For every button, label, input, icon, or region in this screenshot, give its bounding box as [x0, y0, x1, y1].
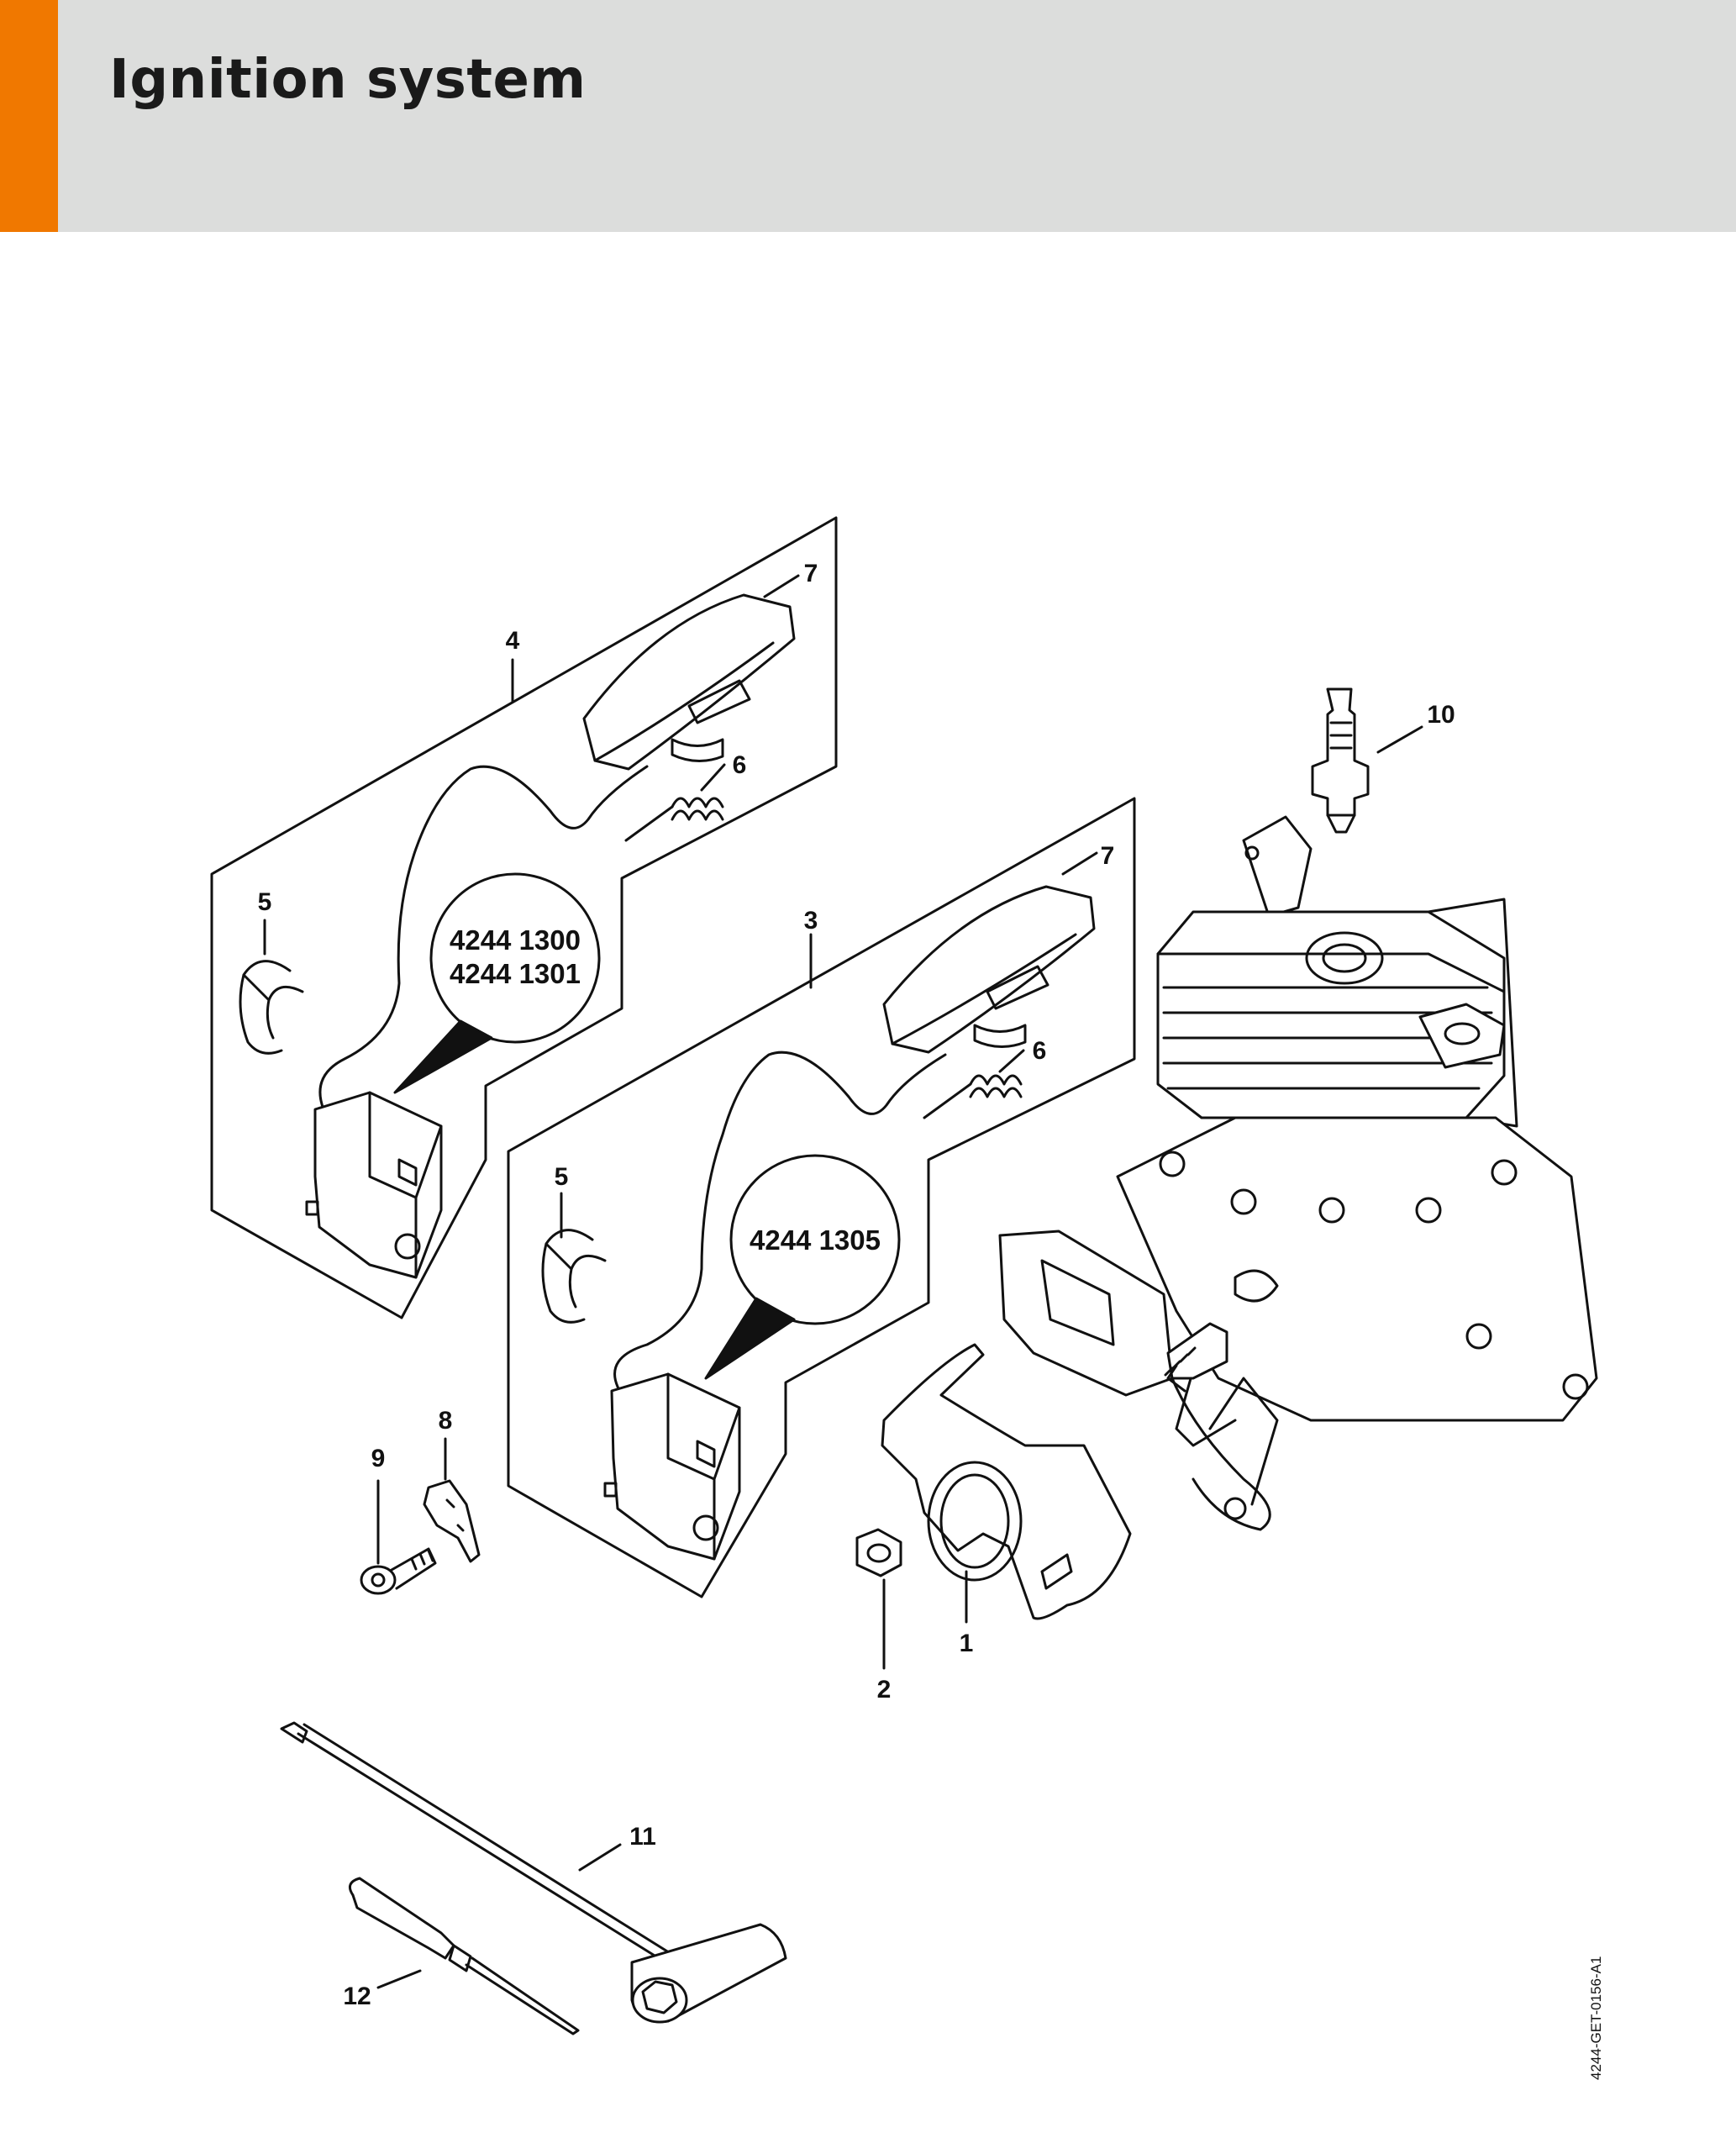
- callout-9: 9: [371, 1445, 386, 1472]
- document-id: 4244-GET-0156-A1: [1588, 1956, 1604, 2080]
- spring-upper: [624, 797, 724, 842]
- callout-10: 10: [1427, 701, 1455, 729]
- header-accent-bar: [0, 0, 58, 232]
- flywheel: [881, 1343, 1132, 1620]
- callout-5a: 5: [258, 888, 272, 916]
- switch-cap-lower: [882, 885, 1096, 1054]
- ignition-module-upper: [305, 1091, 443, 1279]
- callout-labels: 1 2 3 4 5 5 6 6 7 7 8 9 10 11 12: [258, 560, 1455, 2010]
- callout-7b: 7: [1101, 842, 1115, 870]
- wire-lower: [613, 1051, 947, 1422]
- engine-cylinder: [998, 815, 1598, 1531]
- combination-wrench: [280, 1721, 787, 2024]
- spring-lower: [923, 1074, 1023, 1119]
- callout-4: 4: [506, 627, 520, 655]
- part-number-circle-lower: [729, 1154, 901, 1325]
- part-number-circle-upper: [429, 872, 601, 1044]
- hose-upper: [239, 960, 304, 1055]
- callout-1: 1: [960, 1630, 974, 1657]
- part-number-upper-line1: 4244 1300: [450, 924, 581, 956]
- kit-frame-upper: [210, 516, 838, 1319]
- page-title: Ignition system: [109, 49, 587, 111]
- part-number-upper-line2: 4244 1301: [450, 958, 581, 989]
- nut-2: [855, 1528, 902, 1577]
- leader-10: [1376, 725, 1423, 754]
- hose-lower: [541, 1229, 607, 1324]
- pointer-lower: [704, 1297, 796, 1380]
- switch-cap-upper: [582, 593, 796, 771]
- leader-7b: [1061, 851, 1098, 876]
- callout-7a: 7: [804, 560, 818, 587]
- callout-2: 2: [877, 1676, 892, 1704]
- leader-6b: [998, 1049, 1025, 1073]
- wire-upper: [318, 765, 649, 1153]
- kit-frame-lower: [507, 797, 1136, 1598]
- callout-8: 8: [439, 1407, 453, 1435]
- callout-5b: 5: [555, 1163, 569, 1191]
- leader-7a: [763, 574, 800, 598]
- callout-3: 3: [804, 907, 818, 935]
- part-number-lower: 4244 1305: [750, 1224, 881, 1256]
- callout-11: 11: [629, 1823, 656, 1851]
- leader-11: [578, 1843, 622, 1872]
- callout-6a: 6: [733, 751, 747, 779]
- callout-6b: 6: [1033, 1037, 1047, 1065]
- leader-12: [376, 1969, 422, 1989]
- callout-12: 12: [343, 1983, 371, 2010]
- leader-6a: [700, 763, 726, 792]
- spark-plug: [1311, 687, 1370, 834]
- ignition-module-lower: [603, 1372, 741, 1561]
- screwdriver: [348, 1877, 580, 2035]
- pointer-upper: [393, 1019, 493, 1094]
- screw-9: [360, 1547, 437, 1595]
- plate-8: [423, 1479, 481, 1563]
- page-header: Ignition system: [0, 0, 1736, 232]
